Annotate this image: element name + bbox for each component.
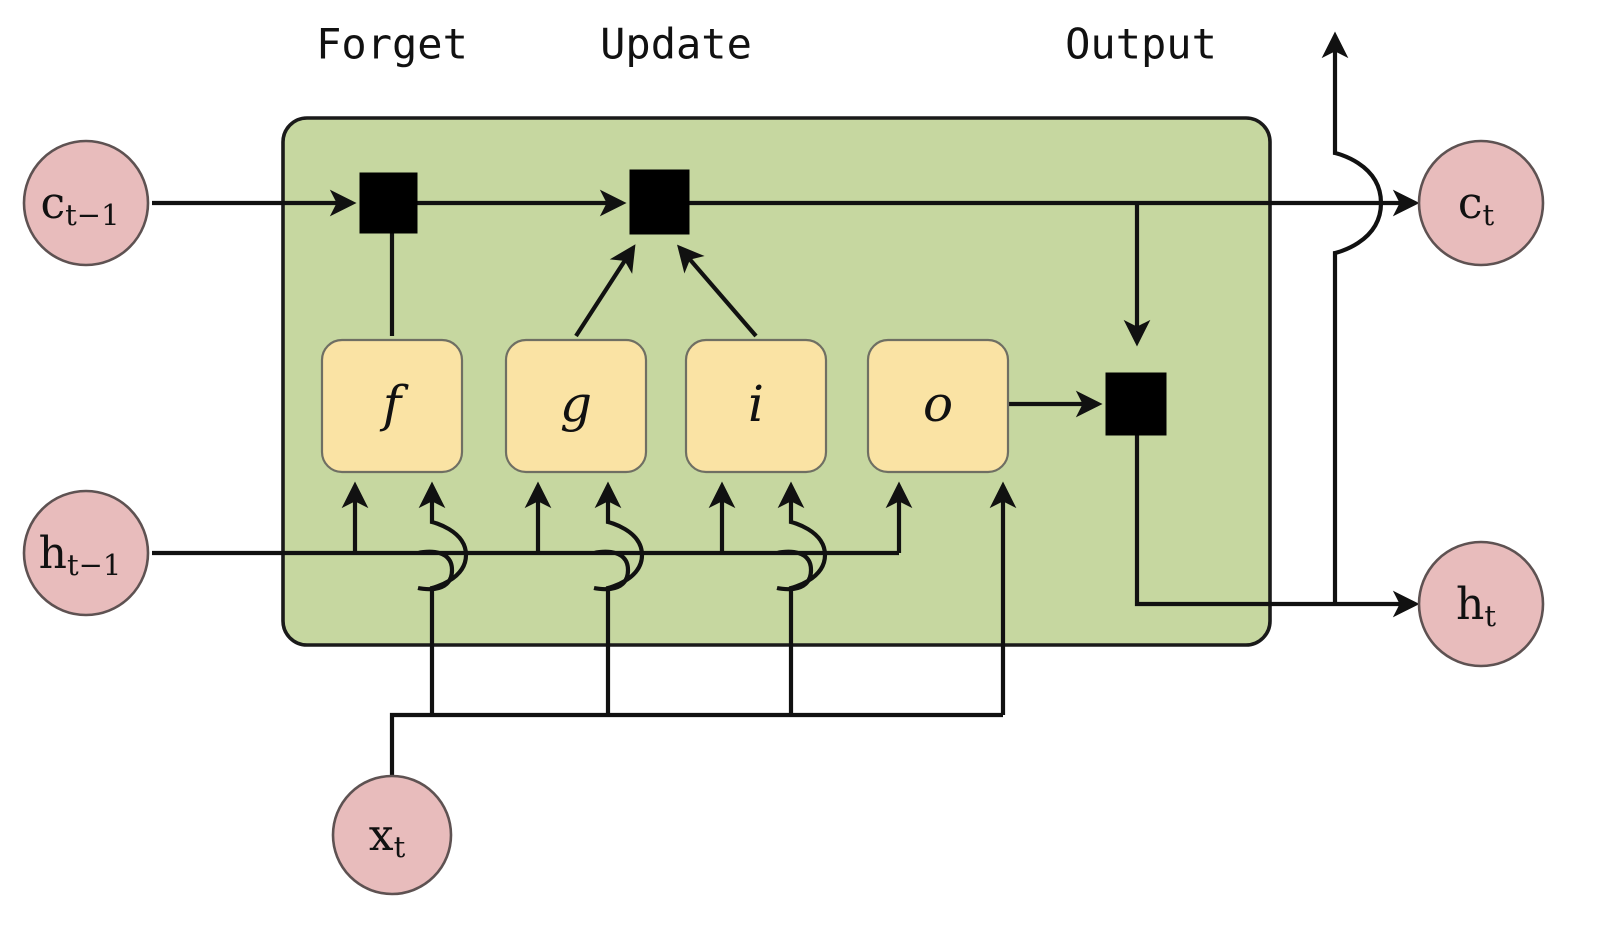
node-c-t-sub: t <box>1483 198 1495 232</box>
node-c-prev-label: ct−1 <box>40 178 119 233</box>
wire-output-mult-to-ht <box>1134 404 1420 618</box>
node-c-prev[interactable]: ct−1 <box>22 139 150 267</box>
gate-forget-box[interactable] <box>320 338 464 474</box>
node-c-t-base: c <box>1458 178 1483 229</box>
node-h-t-circle[interactable] <box>1417 540 1545 668</box>
node-c-t-label: ct <box>1458 178 1495 233</box>
node-h-t-label: ht <box>1456 579 1496 634</box>
node-x-t-base: x <box>369 810 394 861</box>
node-x-t-sub: t <box>394 830 406 864</box>
node-x-t-label: xt <box>369 810 406 865</box>
operator-output-multiply[interactable] <box>1105 372 1167 436</box>
gate-output-label: o <box>923 375 953 433</box>
section-label-output: Output <box>1065 20 1217 69</box>
wire-x-branch-i <box>777 481 828 715</box>
wire-hprev-bus <box>152 549 899 592</box>
wire-x-branch-g <box>594 481 645 715</box>
wire-x-branch-f <box>418 481 469 715</box>
wire-xt-to-bus <box>389 712 1003 775</box>
node-c-t[interactable]: ct <box>1417 139 1545 267</box>
section-label-update: Update <box>600 20 752 69</box>
node-h-t-base: h <box>1456 579 1484 630</box>
gate-output-box[interactable] <box>866 338 1010 474</box>
node-h-prev-sub: t−1 <box>67 548 121 582</box>
wire-g-gate-to-update-add <box>574 244 636 338</box>
node-x-t[interactable]: xt <box>331 774 453 896</box>
node-c-prev-sub: t−1 <box>65 198 119 232</box>
node-h-t-sub: t <box>1484 599 1496 633</box>
node-h-prev-base: h <box>39 528 67 579</box>
gate-input-box[interactable] <box>684 338 828 474</box>
node-h-t[interactable]: ht <box>1417 540 1545 668</box>
node-c-prev-base: c <box>40 178 65 229</box>
gate-cell-candidate[interactable]: g <box>504 338 648 474</box>
wire-ht-feedback-riser <box>1321 31 1384 604</box>
gate-output[interactable]: o <box>866 338 1010 474</box>
node-x-t-circle[interactable] <box>331 774 453 896</box>
node-c-prev-circle[interactable] <box>22 139 150 267</box>
gate-cell-candidate-box[interactable] <box>504 338 648 474</box>
operator-forget-multiply[interactable] <box>359 172 418 234</box>
node-h-prev-circle[interactable] <box>22 489 150 617</box>
node-c-t-circle[interactable] <box>1417 139 1545 267</box>
gate-forget[interactable]: f <box>320 338 464 474</box>
node-h-prev[interactable]: ht−1 <box>22 489 150 617</box>
gate-cell-candidate-label: g <box>560 375 592 433</box>
node-h-prev-label: ht−1 <box>39 528 122 583</box>
gate-input-label: i <box>748 375 764 433</box>
operator-update-add[interactable] <box>629 169 690 235</box>
section-label-forget: Forget <box>316 20 468 69</box>
gate-input[interactable]: i <box>684 338 828 474</box>
wire-i-gate-to-update-add <box>677 244 758 338</box>
